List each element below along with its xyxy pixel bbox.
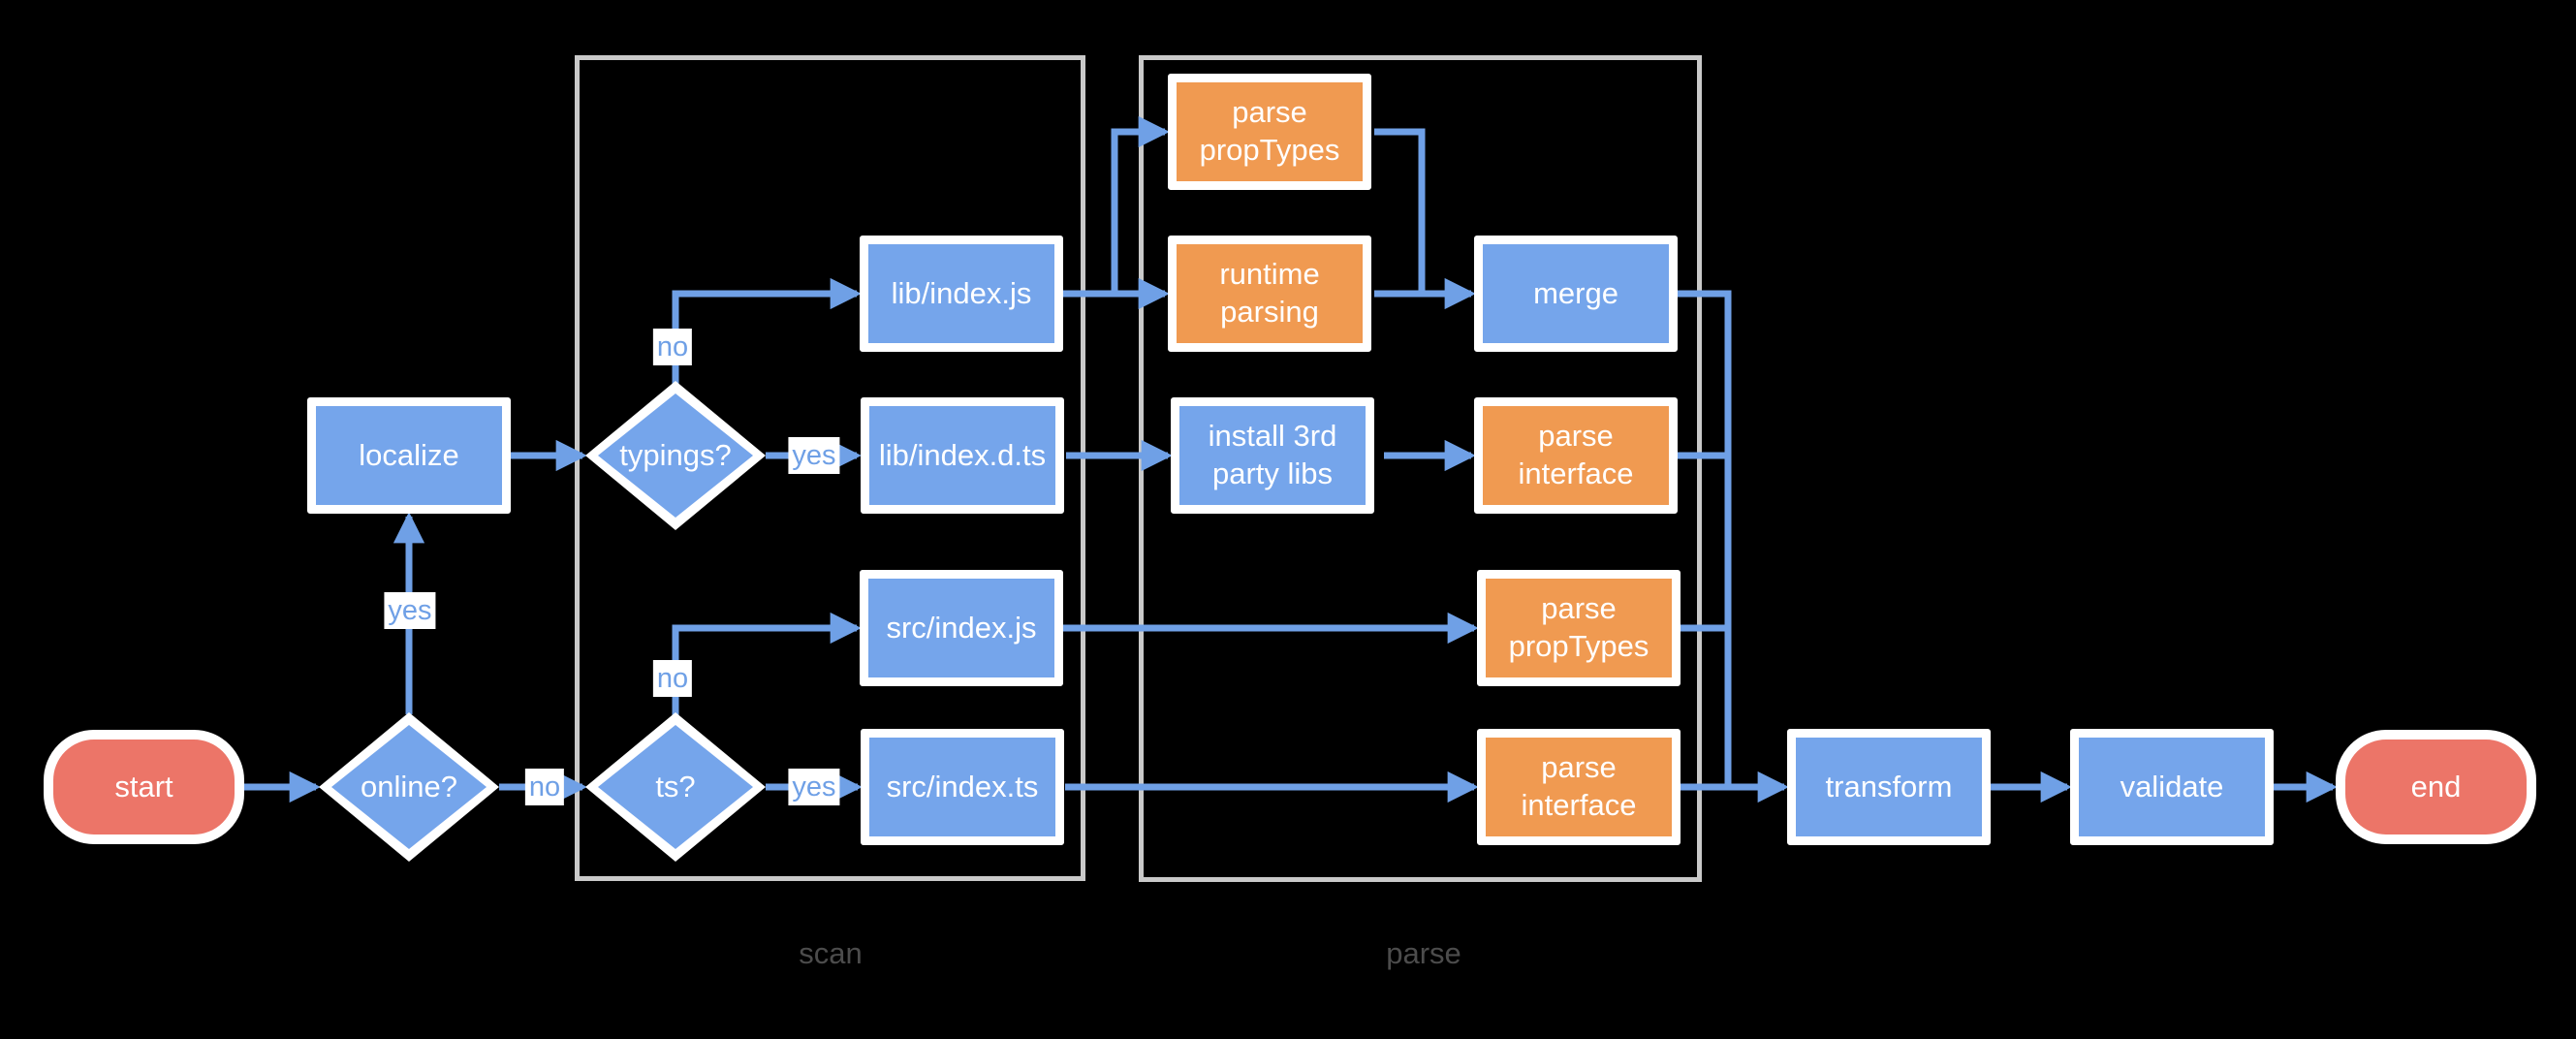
node-parse-proptypes-1: parse propTypes <box>1168 74 1371 190</box>
node-parse-interface-1: parse interface <box>1474 397 1678 514</box>
node-validate-label: validate <box>2120 769 2224 803</box>
node-merge-label: merge <box>1533 275 1618 310</box>
edge-label-ts-no: no <box>652 660 693 697</box>
node-transform-label: transform <box>1825 769 1953 803</box>
node-end-label: end <box>2410 770 2462 803</box>
node-src-index-ts-label: src/index.ts <box>886 769 1039 803</box>
node-parse-interface-2-label: parse interface <box>1521 750 1637 822</box>
node-start: start <box>44 730 244 844</box>
node-src-index-js-label: src/index.js <box>886 610 1037 645</box>
node-parse-interface-2: parse interface <box>1477 729 1681 845</box>
node-online-label: online? <box>361 770 457 803</box>
node-parse-proptypes-2-label: parse propTypes <box>1508 591 1649 663</box>
node-parse-interface-1-label: parse interface <box>1518 419 1634 490</box>
node-ts-label: ts? <box>655 770 696 803</box>
node-localize-label: localize <box>359 437 459 472</box>
node-lib-index-js-label: lib/index.js <box>891 275 1032 310</box>
node-start-label: start <box>114 770 173 803</box>
edge-label-online-yes: yes <box>384 592 436 629</box>
node-decision-ts: ts? <box>585 712 766 862</box>
node-validate: validate <box>2070 729 2274 845</box>
node-runtime-parsing-label: runtime parsing <box>1219 257 1320 329</box>
subgraph-scan-caption: scan <box>799 936 863 970</box>
node-lib-index-d-ts: lib/index.d.ts <box>861 397 1064 514</box>
edge-label-typings-no: no <box>652 329 693 365</box>
node-src-index-ts: src/index.ts <box>861 729 1064 845</box>
node-src-index-js: src/index.js <box>860 570 1063 686</box>
node-lib-index-js: lib/index.js <box>860 236 1063 352</box>
node-parse-proptypes-1-label: parse propTypes <box>1199 95 1340 167</box>
edge-label-ts-yes: yes <box>788 769 840 805</box>
node-install-3rd-party-libs-label: install 3rd party libs <box>1208 419 1337 490</box>
node-end: end <box>2336 730 2536 844</box>
node-merge: merge <box>1474 236 1678 352</box>
node-decision-typings: typings? <box>585 381 766 530</box>
edge-label-typings-yes: yes <box>788 437 840 474</box>
subgraph-parse-caption: parse <box>1386 936 1461 970</box>
node-install-3rd-party-libs: install 3rd party libs <box>1171 397 1374 514</box>
node-transform: transform <box>1787 729 1991 845</box>
node-decision-online: online? <box>319 712 499 862</box>
node-localize: localize <box>307 397 511 514</box>
node-parse-proptypes-2: parse propTypes <box>1477 570 1681 686</box>
node-typings-label: typings? <box>619 438 732 472</box>
node-lib-index-d-ts-label: lib/index.d.ts <box>878 437 1047 472</box>
edge-label-online-no: no <box>524 769 565 805</box>
node-runtime-parsing: runtime parsing <box>1168 236 1371 352</box>
